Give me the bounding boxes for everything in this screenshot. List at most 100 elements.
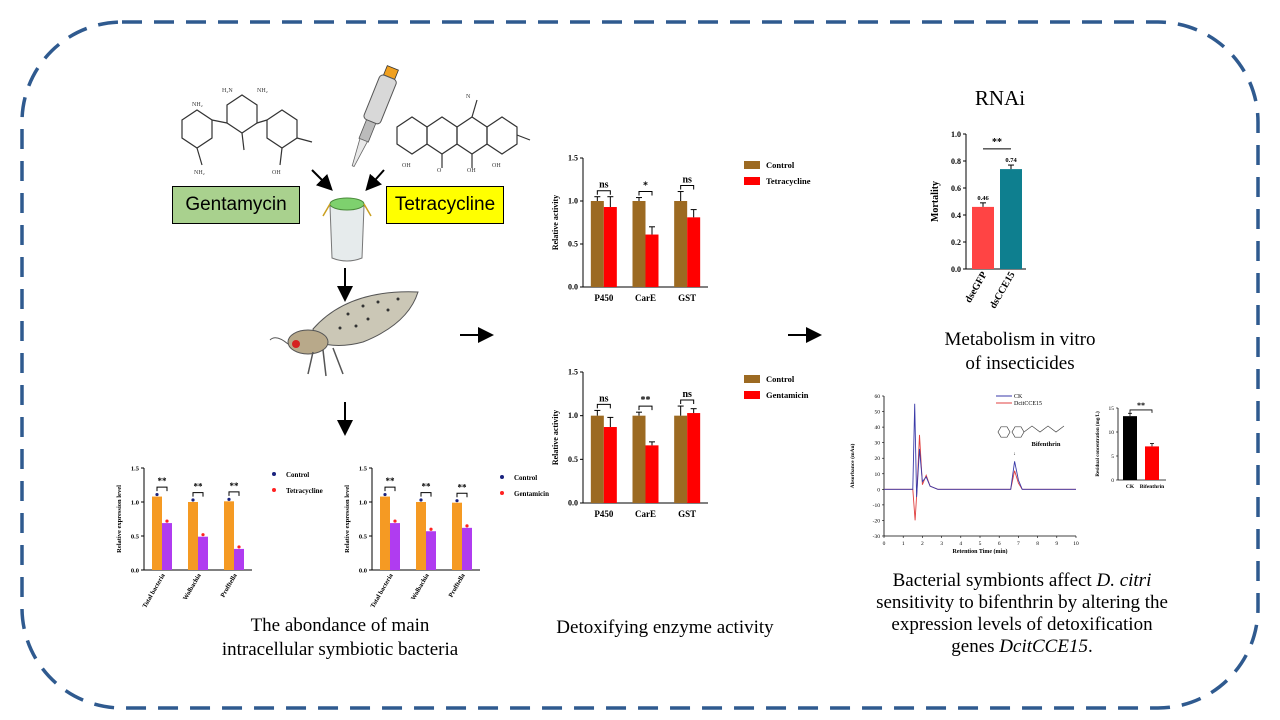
y-tick-label: 40 (875, 425, 881, 431)
y-tick-label: -20 (873, 518, 881, 524)
y-tick-label: 0.0 (359, 568, 367, 575)
legend-swatch (744, 391, 760, 399)
bar-ck (1123, 416, 1137, 480)
y-tick-label: 0 (1111, 478, 1114, 484)
significance-bracket (680, 399, 695, 405)
y-tick-label: 1.5 (359, 466, 368, 473)
significance-bracket (680, 185, 695, 190)
y-tick-label: 0.4 (951, 211, 961, 220)
category-label: GST (678, 509, 696, 519)
bar-control (224, 501, 234, 570)
y-tick-label: -30 (873, 534, 881, 540)
significance-label: * (643, 181, 648, 192)
legend-marker (272, 472, 276, 476)
bar-gentamicin (645, 445, 659, 503)
y-axis-label: Residual concentration (mg/L) (1096, 411, 1101, 477)
value-label: 0.74 (1005, 157, 1017, 164)
bar-tetracycline (162, 523, 172, 570)
y-tick-label: 1.0 (359, 500, 367, 507)
legend-label: Tetracycline (766, 176, 811, 186)
y-tick-label: 50 (875, 410, 881, 416)
y-tick-label: 0.8 (951, 157, 961, 166)
significance-bracket (638, 405, 653, 411)
svg-text:NH₂: NH₂ (257, 88, 268, 94)
category-label: CarE (635, 293, 656, 303)
data-point (201, 533, 205, 537)
peak-marker: ↓ (1013, 452, 1016, 457)
bar-tetracycline (645, 234, 659, 287)
bar-control (380, 496, 390, 570)
bar-dsegfp (972, 206, 994, 269)
conclusion-text-5: . (1087, 636, 1093, 657)
legend-label: Gentamicin (514, 490, 549, 498)
y-tick-label: 0.2 (951, 238, 961, 247)
bar-bifenthrin (1145, 446, 1159, 480)
data-point (393, 519, 397, 523)
x-tick-label: 8 (1036, 541, 1039, 547)
bar-control (416, 502, 426, 570)
category-label: Bifenthrin (1140, 484, 1164, 490)
data-point (237, 545, 241, 549)
data-point (455, 499, 459, 503)
annotation-label: Bifenthrin (1032, 441, 1061, 448)
conclusion-gene: DcitCCE15 (999, 636, 1088, 657)
gentamycin-structure-icon: NH₂ H₂N NH₂ NH₂ OH (181, 88, 313, 176)
series-ck-line (884, 403, 1076, 498)
conclusion-text-3: expression levels of detoxification (891, 614, 1153, 635)
legend-label: Control (286, 471, 309, 479)
y-tick-label: 0.5 (359, 534, 368, 541)
y-tick-label: 1.0 (568, 197, 578, 206)
bar-gentamicin (390, 523, 400, 570)
data-point (429, 527, 433, 531)
y-tick-label: 1.0 (568, 411, 578, 420)
svg-text:H₂N: H₂N (222, 88, 233, 94)
y-tick-label: 10 (1109, 430, 1115, 436)
y-tick-label: 0.0 (568, 499, 578, 508)
category-label: P450 (594, 293, 613, 303)
category-label: GST (678, 293, 696, 303)
data-point (165, 519, 169, 523)
y-axis-label: Relative expression level (344, 485, 351, 553)
data-point (383, 492, 387, 497)
svg-text:NH₂: NH₂ (194, 170, 205, 176)
gentamycin-box: Gentamycin (172, 186, 300, 224)
category-label: Wolbachia (182, 572, 203, 602)
significance-label: ** (230, 481, 240, 491)
data-point (191, 498, 195, 502)
legend-swatch (744, 161, 760, 169)
x-tick-label: 1 (902, 541, 905, 547)
tetracycline-label: Tetracycline (394, 194, 496, 215)
category-label: Total bacteria (141, 572, 167, 610)
significance-bracket (228, 491, 240, 496)
bar-control (590, 415, 604, 503)
svg-text:OH: OH (402, 163, 411, 169)
legend-label: CK (1014, 394, 1023, 400)
y-tick-label: 60 (875, 394, 881, 400)
value-label: 0.46 (977, 195, 989, 202)
data-point (419, 498, 423, 502)
significance-label: ns (682, 389, 692, 400)
gentamycin-label: Gentamycin (185, 194, 287, 215)
y-tick-label: 20 (875, 456, 881, 462)
x-tick-label: 0 (883, 541, 886, 547)
category-label: P450 (594, 509, 613, 519)
category-label: Profftella (220, 572, 240, 599)
significance-bracket (384, 486, 396, 492)
metabolism-caption: Metabolism in vitro of insecticides (944, 329, 1096, 374)
abundance-caption: The abondance of main intracellular symb… (221, 615, 459, 660)
svg-text:OH: OH (272, 170, 281, 176)
psyllid-icon (269, 291, 419, 377)
legend-label: Control (514, 474, 537, 482)
arrow-gentamycin (311, 169, 333, 191)
svg-text:NH₂: NH₂ (192, 102, 203, 108)
legend-swatch (744, 375, 760, 383)
bar-gentamicin (603, 427, 617, 503)
y-tick-label: 15 (1109, 406, 1115, 412)
tetracycline-box: Tetracycline (386, 186, 504, 224)
enzyme-caption: Detoxifying enzyme activity (556, 617, 774, 638)
